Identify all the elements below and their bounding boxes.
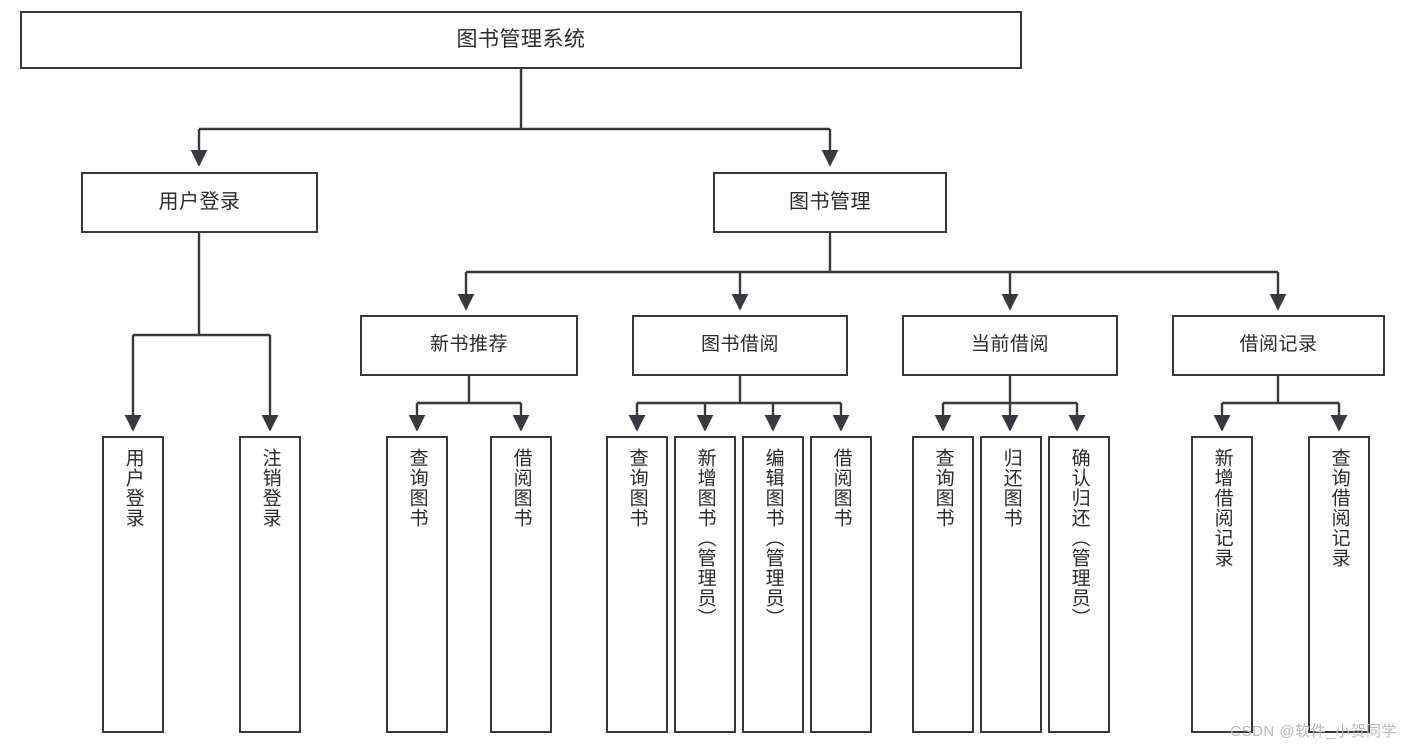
leaf-borrow-record-add-label: 新增借阅记录 — [1211, 448, 1233, 568]
leaf-new-book-borrow-label: 借阅图书 — [510, 448, 532, 528]
leaf-borrow-record-query[interactable]: 查询借阅记录 — [1308, 436, 1370, 733]
watermark: CSDN @软件_小贺同学 — [1230, 723, 1397, 740]
leaf-user-login-logout[interactable]: 注销登录 — [239, 436, 301, 733]
node-borrow-record-label: 借阅记录 — [1239, 334, 1318, 356]
node-borrow-record[interactable]: 借阅记录 — [1172, 315, 1385, 376]
node-user-login-label: 用户登录 — [158, 190, 241, 213]
leaf-book-borrow-query[interactable]: 查询图书 — [606, 436, 668, 733]
leaf-book-borrow-borrow-label: 借阅图书 — [830, 448, 852, 528]
node-current-borrow[interactable]: 当前借阅 — [902, 315, 1118, 376]
node-root-label: 图书管理系统 — [456, 27, 586, 51]
node-current-borrow-label: 当前借阅 — [970, 334, 1049, 356]
leaf-book-borrow-edit[interactable]: 编辑图书（管理员） — [742, 436, 804, 733]
node-new-book-recommend[interactable]: 新书推荐 — [360, 315, 578, 376]
node-user-login[interactable]: 用户登录 — [81, 172, 318, 233]
leaf-borrow-record-query-label: 查询借阅记录 — [1328, 448, 1350, 568]
leaf-user-login-logout-label: 注销登录 — [259, 448, 281, 528]
leaf-book-borrow-query-label: 查询图书 — [626, 448, 648, 528]
leaf-current-borrow-confirm-return[interactable]: 确认归还（管理员） — [1048, 436, 1110, 733]
leaf-current-borrow-query-label: 查询图书 — [932, 448, 954, 528]
node-book-management[interactable]: 图书管理 — [713, 172, 947, 233]
leaf-current-borrow-query[interactable]: 查询图书 — [912, 436, 974, 733]
leaf-current-borrow-return-label: 归还图书 — [1000, 448, 1022, 528]
leaf-new-book-query-label: 查询图书 — [406, 448, 428, 528]
leaf-current-borrow-return[interactable]: 归还图书 — [980, 436, 1042, 733]
leaf-user-login-login[interactable]: 用户登录 — [102, 436, 164, 733]
leaf-new-book-borrow[interactable]: 借阅图书 — [490, 436, 552, 733]
leaf-user-login-login-label: 用户登录 — [122, 448, 144, 528]
leaf-book-borrow-edit-label: 编辑图书（管理员） — [762, 448, 784, 628]
node-book-management-label: 图书管理 — [789, 190, 871, 213]
leaf-book-borrow-add[interactable]: 新增图书（管理员） — [674, 436, 736, 733]
leaf-current-borrow-confirm-return-label: 确认归还（管理员） — [1068, 448, 1090, 628]
leaf-new-book-query[interactable]: 查询图书 — [386, 436, 448, 733]
node-root[interactable]: 图书管理系统 — [20, 11, 1022, 69]
leaf-book-borrow-add-label: 新增图书（管理员） — [694, 448, 716, 628]
leaf-book-borrow-borrow[interactable]: 借阅图书 — [810, 436, 872, 733]
node-book-borrow[interactable]: 图书借阅 — [632, 315, 848, 376]
node-new-book-recommend-label: 新书推荐 — [429, 334, 508, 356]
node-book-borrow-label: 图书借阅 — [700, 334, 779, 356]
leaf-borrow-record-add[interactable]: 新增借阅记录 — [1191, 436, 1253, 733]
